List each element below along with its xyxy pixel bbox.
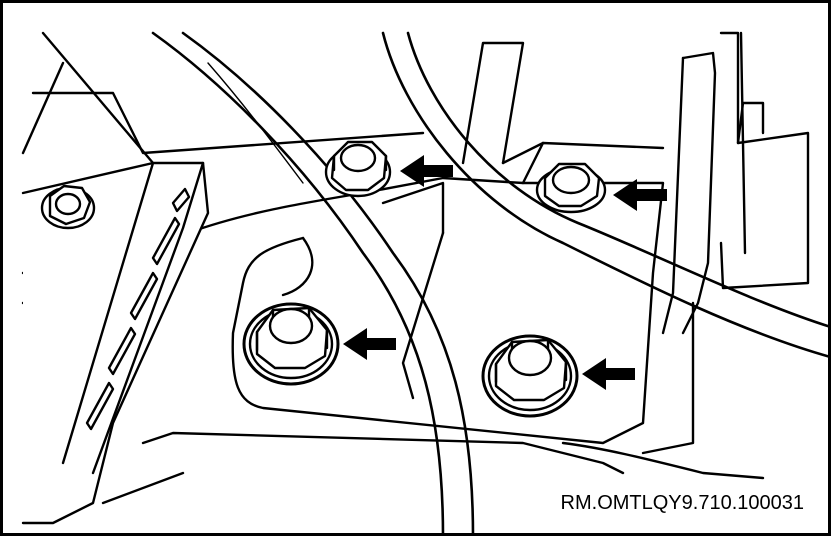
background-structure xyxy=(21,91,765,505)
right-bracket xyxy=(641,31,810,455)
bolt-upper-left xyxy=(324,140,392,198)
arrow-lower-right xyxy=(582,358,635,390)
cables xyxy=(151,31,831,536)
reference-code: RM.OMTLQY9.710.100031 xyxy=(558,491,806,515)
bolt-upper-right xyxy=(535,162,607,214)
bolt-far-left xyxy=(40,184,96,230)
arrow-upper-right xyxy=(613,179,667,211)
bolt-lower-left xyxy=(242,302,340,386)
assembly-illustration xyxy=(21,31,831,536)
slotted-strap xyxy=(21,31,210,525)
bolt-lower-right xyxy=(481,334,579,418)
indicator-arrows xyxy=(343,155,667,390)
arrow-upper-left xyxy=(400,155,453,187)
arrow-lower-left xyxy=(343,328,396,360)
